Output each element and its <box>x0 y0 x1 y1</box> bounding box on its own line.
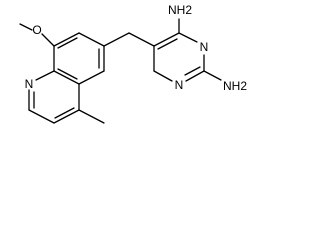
bond-o-c8 <box>41 33 55 47</box>
atom-labels: O N NH2 N N NH2 <box>25 3 248 93</box>
bond-c4-methyl <box>78 109 105 124</box>
methoxy-oxygen-label: O <box>32 23 41 37</box>
bond-c2-n1 <box>185 70 205 82</box>
ring-nitrogen-lower-label: N <box>175 78 184 92</box>
bond-ch2-c5pyr <box>128 32 155 47</box>
bond-c7-c6 <box>78 32 105 47</box>
amine-right-label: NH2 <box>223 79 247 93</box>
bond-n1-c6 <box>153 70 173 82</box>
bond-c8a-n1 <box>35 70 55 81</box>
bond-c4a-c8a-double <box>57 68 78 80</box>
bond-c5-c4a <box>78 70 105 85</box>
bond-c5-c4 <box>153 32 180 47</box>
bond-methyl-o <box>19 23 33 31</box>
bond-c6-ch2 <box>103 32 130 47</box>
bond-lines <box>19 18 222 124</box>
bond-c4-n3 <box>178 32 198 43</box>
chemical-structure-diagram: O N NH2 N N NH2 <box>19 3 248 124</box>
bond-c8-c7 <box>53 32 80 47</box>
bond-c5-c4-double <box>157 38 178 50</box>
bond-c7-c7-double <box>57 37 78 49</box>
amine-top-label: NH2 <box>168 3 192 17</box>
bond-c3-c4 <box>53 109 80 124</box>
ring-nitrogen-upper-label: N <box>200 40 209 54</box>
bond-c3-c4-double <box>54 107 75 119</box>
bond-c2-n1-double <box>184 66 201 76</box>
bond-c2-nh2 <box>203 70 222 81</box>
quinoline-nitrogen-label: N <box>25 77 34 91</box>
bond-c4a-c8a <box>53 70 80 85</box>
bond-c2-c3 <box>28 109 55 124</box>
